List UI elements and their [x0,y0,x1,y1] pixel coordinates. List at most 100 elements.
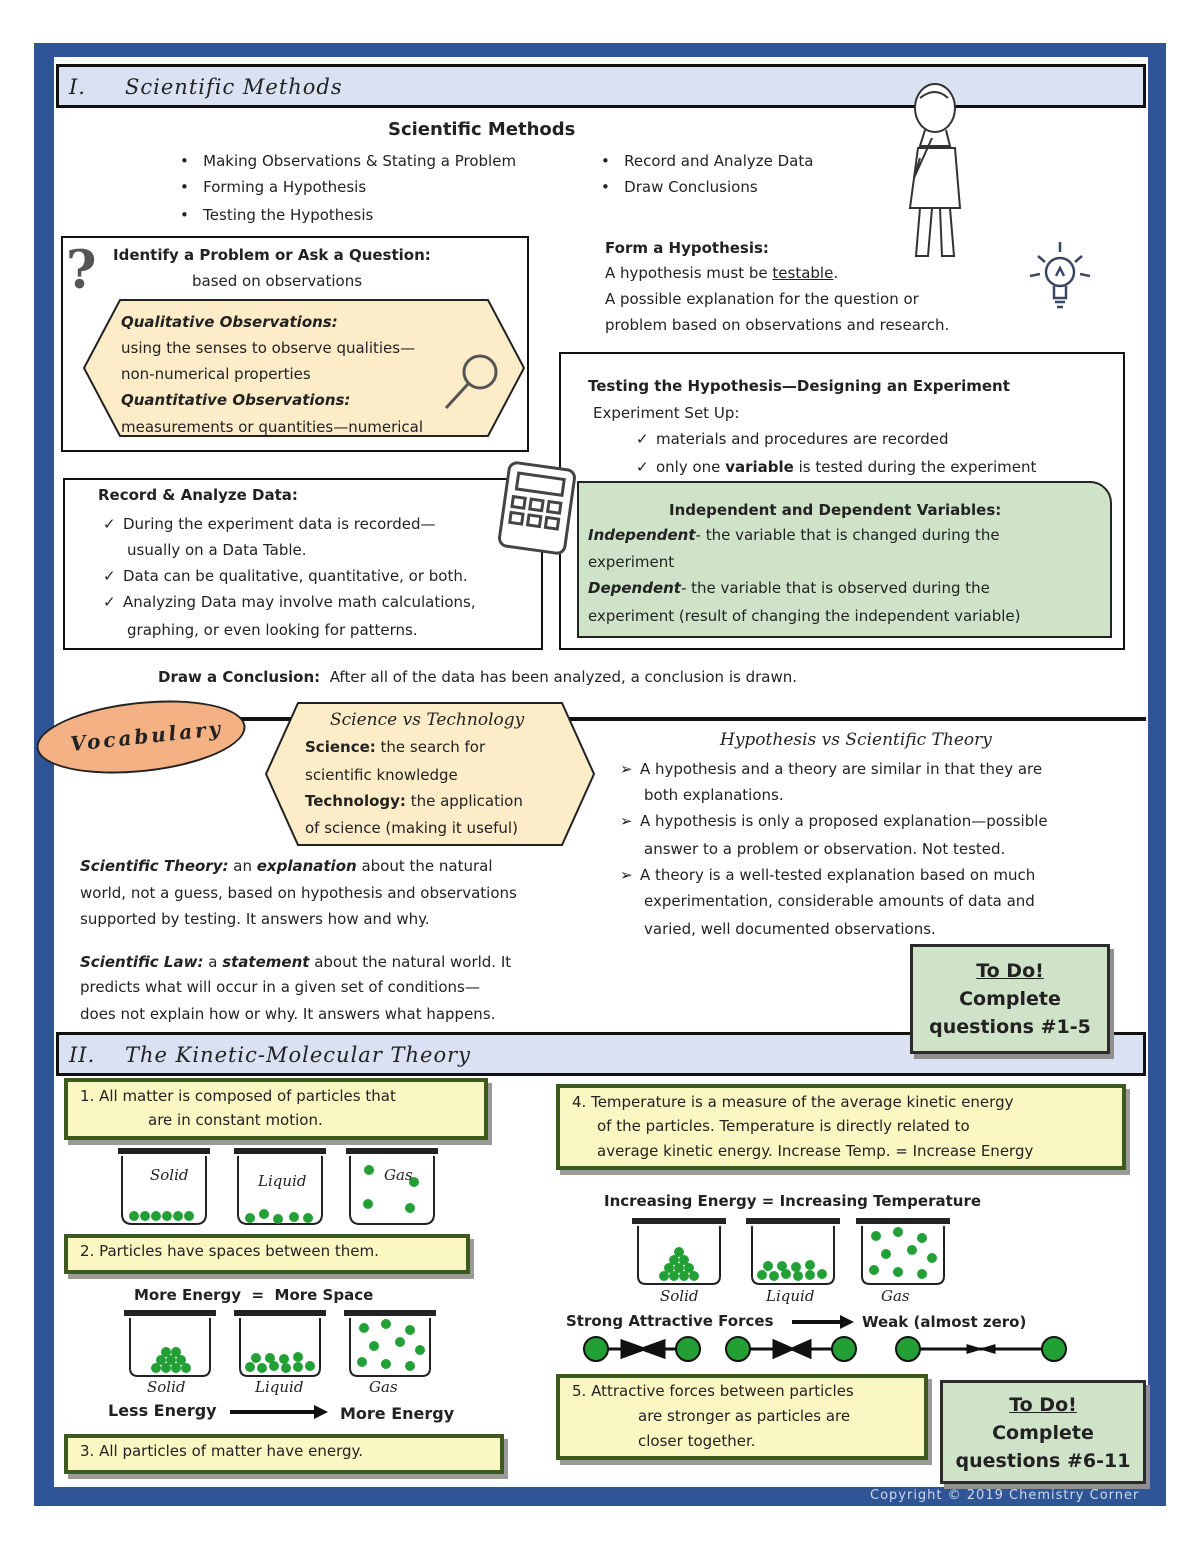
principle-4-line-3: average kinetic energy. Increase Temp. =… [597,1142,1034,1160]
state-label-solid-2: Solid [147,1378,186,1396]
testing-check-2: ✓only one variable is tested during the … [636,454,1036,480]
light-bulb-icon [1029,242,1091,309]
svt-tech-1: Technology: the application [305,792,523,810]
todo-2-line-1: To Do! [1009,1394,1077,1416]
checkmark-icon: ✓ [636,458,649,476]
space-containers [124,1310,436,1377]
principle-3-box [64,1434,504,1474]
principle-5-box [556,1374,928,1460]
principle-2-box [64,1234,470,1274]
science-vs-tech-hexagon [264,702,596,846]
dependent-def-2: experiment (result of changing the indep… [588,607,1021,625]
hvt-bullet-3a: ➢A theory is a well-tested explanation b… [620,862,1035,888]
forces-arrow [792,1315,854,1329]
law-def-2: predicts what will occur in a given set … [80,978,480,996]
principle-1-box [64,1078,488,1140]
testing-title: Testing the Hypothesis—Designing an Expe… [588,377,1010,395]
form-hypothesis-title: Form a Hypothesis: [605,239,769,257]
sm-step-5: • Draw Conclusions [601,178,758,196]
state-label-liquid-2: Liquid [255,1378,304,1396]
arrow-bullet-icon: ➢ [620,760,633,778]
qual-obs-title: Qualitative Observations: [121,313,338,331]
record-check-2: ✓Data can be qualitative, quantitative, … [103,563,468,589]
testing-subtitle: Experiment Set Up: [593,404,740,422]
independent-def-2: experiment [588,553,675,571]
checkmark-icon: ✓ [103,567,116,585]
hvt-bullet-1a: ➢A hypothesis and a theory are similar i… [620,756,1042,782]
section-1-header: I.Scientific Methods [56,64,1146,108]
less-energy-label: Less Energy [108,1401,217,1420]
principle-5-line-3: closer together. [638,1432,756,1450]
record-check-3b: graphing, or even looking for patterns. [127,621,418,639]
record-check-3a: ✓Analyzing Data may involve math calcula… [103,589,476,615]
quant-obs-title: Quantitative Observations: [121,391,351,409]
state-label-solid: Solid [150,1166,189,1184]
law-def-3: does not explain how or why. It answers … [80,1005,496,1023]
sm-step-3: • Testing the Hypothesis [180,206,374,224]
observations-hexagon [82,299,526,437]
identify-subtitle: based on observations [192,272,363,290]
theory-def-2: world, not a guess, based on hypothesis … [80,884,517,902]
todo-1-line-1: To Do! [976,960,1044,982]
sm-title: Scientific Methods [388,119,576,140]
section-2-title: The Kinetic-Molecular Theory [125,1043,472,1067]
principle-4-box [556,1084,1126,1170]
magnifier-icon [444,354,498,410]
force-particle-pairs [583,1336,1067,1362]
more-energy-end-label: More Energy [340,1404,455,1423]
more-energy-label: More Energy = More Space [134,1286,374,1304]
variables-box [577,481,1112,638]
independent-def-1: Independent- the variable that is change… [588,526,1000,544]
section-2-number: II. [69,1043,96,1067]
state-label-gas-3: Gas [881,1287,910,1305]
principle-5-line-1: 5. Attractive forces between particles [572,1382,854,1400]
increasing-energy-label: Increasing Energy = Increasing Temperatu… [604,1192,982,1210]
svt-science-2: scientific knowledge [305,766,458,784]
testing-check-1: ✓materials and procedures are recorded [636,426,949,452]
principle-1-line-1: 1. All matter is composed of particles t… [80,1087,396,1105]
principle-5-line-2: are stronger as particles are [638,1407,851,1425]
hvt-bullet-2a: ➢A hypothesis is only a proposed explana… [620,808,1048,834]
state-label-liquid: Liquid [258,1172,307,1190]
record-title: Record & Analyze Data: [98,486,298,504]
sm-step-2: • Forming a Hypothesis [180,178,367,196]
todo-box-2: To Do! Complete questions #6-11 [940,1380,1146,1484]
question-mark-icon: ? [66,240,97,301]
thinking-person-icon [908,83,962,257]
form-hypothesis-line-1: A hypothesis must be testable. [605,264,839,282]
hvt-bullet-2b: answer to a problem or observation. Not … [644,840,1006,858]
temperature-containers [632,1218,950,1285]
todo-1-line-3: questions #1-5 [929,1016,1091,1038]
state-label-gas: Gas [384,1166,413,1184]
record-check-1a: ✓During the experiment data is recorded— [103,511,435,537]
svt-science-1: Science: the search for [305,738,486,756]
strong-forces-label: Strong Attractive Forces [566,1312,774,1330]
sm-step-4: • Record and Analyze Data [601,152,814,170]
law-def-1: Scientific Law: a statement about the na… [80,953,512,971]
calculator-icon [498,461,576,555]
conclusion-line: Draw a Conclusion: After all of the data… [158,668,798,686]
state-label-liquid-3: Liquid [766,1287,815,1305]
checkmark-icon: ✓ [103,593,116,611]
todo-2-line-2: Complete [992,1422,1094,1444]
arrow-bullet-icon: ➢ [620,866,633,884]
checkmark-icon: ✓ [103,515,116,533]
sm-step-1: • Making Observations & Stating a Proble… [180,152,517,170]
principle-3-text: 3. All particles of matter have energy. [80,1442,364,1460]
principle-1-line-2: are in constant motion. [148,1111,323,1129]
theory-def-3: supported by testing. It answers how and… [80,910,430,928]
principle-4-line-2: of the particles. Temperature is directl… [597,1117,970,1135]
form-hypothesis-line-3: problem based on observations and resear… [605,316,950,334]
hvt-bullet-3b: experimentation, considerable amounts of… [644,892,1035,910]
hvt-bullet-3c: varied, well documented observations. [644,920,936,938]
quant-obs-line-1: measurements or quantities—numerical [121,418,424,436]
todo-box-1: To Do! Complete questions #1-5 [910,944,1110,1054]
dependent-def-1: Dependent- the variable that is observed… [588,579,990,597]
weak-forces-label: Weak (almost zero) [862,1313,1027,1331]
hvt-bullet-1b: both explanations. [644,786,784,804]
hvt-title: Hypothesis vs Scientific Theory [720,730,992,750]
todo-2-line-3: questions #6-11 [955,1450,1131,1472]
motion-containers [118,1148,438,1225]
variables-title: Independent and Dependent Variables: [669,501,1002,519]
record-check-1b: usually on a Data Table. [127,541,307,559]
